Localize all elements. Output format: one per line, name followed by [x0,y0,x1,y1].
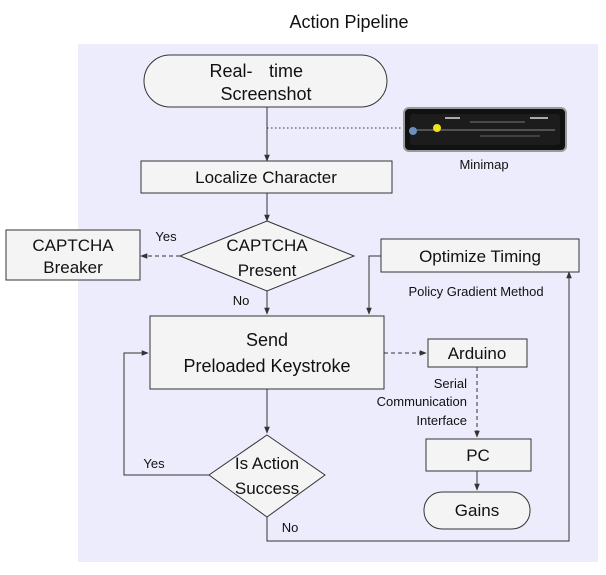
screenshot-label-line2: Screenshot [220,84,311,104]
screenshot-label-line1: Real- [209,61,252,81]
success-yes-label: Yes [143,456,165,471]
captcha-yes-label: Yes [155,229,177,244]
success-decision-line2: Success [235,479,299,498]
arduino-label: Arduino [448,344,507,363]
captcha-decision-line1: CAPTCHA [226,236,308,255]
send-keystroke-node [149,315,385,390]
minimap-label: Minimap [459,157,508,172]
success-no-label: No [282,520,299,535]
diagram-title: Action Pipeline [289,12,408,32]
edge-success-loop-yes [123,350,209,476]
captcha-decision-line2: Present [238,261,297,280]
serial-label-line1: Serial [434,376,467,391]
captcha-no-label: No [233,293,250,308]
minimap-thumbnail-icon [403,107,567,152]
pc-node [425,438,532,472]
success-decision-line1: Is Action [235,454,299,473]
screenshot-node [143,54,388,108]
captcha-breaker-line1: CAPTCHA [32,236,114,255]
captcha-decision-node [178,220,356,292]
optimize-timing-node [380,238,580,273]
send-keystroke-line2: Preloaded Keystroke [183,356,350,376]
gains-node [423,491,531,530]
pc-label: PC [466,446,490,465]
captcha-breaker-node [5,229,141,281]
serial-label-line3: Interface [416,413,467,428]
success-decision-node [208,434,326,518]
edge-optimize-send [366,255,381,315]
send-keystroke-line1: Send [246,330,288,350]
policy-gradient-label: Policy Gradient Method [408,284,543,299]
arduino-node [427,338,528,368]
optimize-timing-label: Optimize Timing [419,247,541,266]
localize-label: Localize Character [195,168,337,187]
gains-label: Gains [455,501,499,520]
screenshot-label-line1b: time [269,61,303,81]
captcha-breaker-line2: Breaker [43,258,103,277]
edge-success-optimize-no [266,271,572,542]
localize-node [140,160,393,194]
serial-label-line2: Communication [377,394,467,409]
